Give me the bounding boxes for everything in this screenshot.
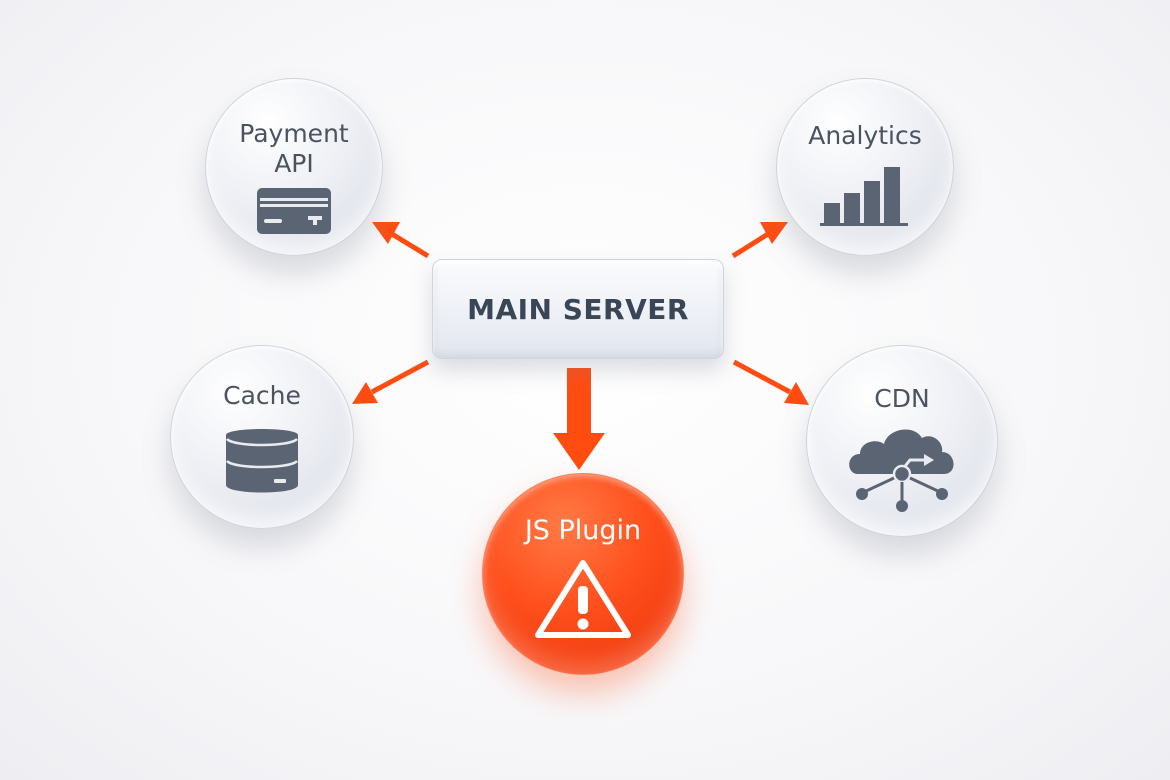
cloud-network-icon: [849, 429, 954, 512]
main-server-label: MAIN SERVER: [467, 292, 689, 326]
payment-api-node[interactable]: Payment API: [205, 78, 383, 256]
js-plugin-label: JS Plugin: [524, 515, 642, 546]
payment-label-line1: Payment: [239, 119, 349, 148]
cache-label: Cache: [223, 381, 301, 410]
cdn-label: CDN: [874, 384, 930, 413]
bar-chart-icon: [820, 167, 908, 226]
cache-node[interactable]: Cache: [170, 345, 354, 529]
database-icon: [226, 429, 298, 493]
arrow-to-cdn: [732, 359, 809, 405]
payment-label-line2: API: [274, 149, 314, 178]
main-server-node[interactable]: MAIN SERVER: [432, 259, 724, 359]
analytics-label: Analytics: [808, 121, 922, 150]
arrow-to-js-plugin: [553, 368, 605, 470]
credit-card-icon: [257, 188, 331, 234]
payment-api-label: Payment API: [239, 119, 348, 179]
warning-icon: [535, 560, 631, 638]
cdn-node[interactable]: CDN: [806, 345, 998, 537]
arrow-to-analytics: [731, 222, 788, 259]
js-plugin-node[interactable]: JS Plugin: [482, 473, 684, 675]
arrow-to-payment: [372, 222, 430, 259]
arrow-to-cache: [352, 359, 430, 404]
analytics-node[interactable]: Analytics: [776, 78, 954, 256]
